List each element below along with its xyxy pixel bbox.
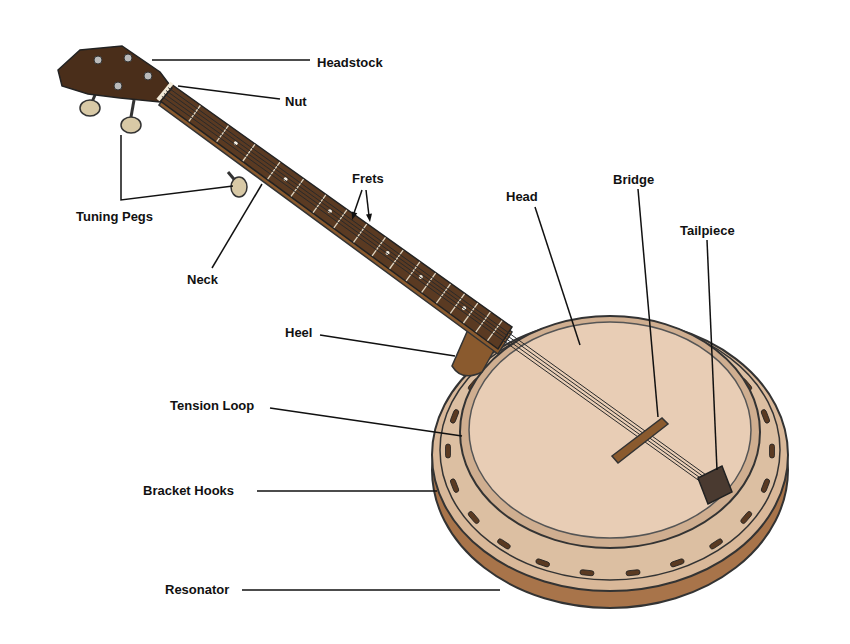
leader-line [152, 59, 310, 61]
leader-line [212, 184, 262, 268]
resonator-rim [432, 319, 788, 591]
tuner-post [124, 54, 132, 62]
tuner-post [94, 56, 102, 64]
leader-line [178, 86, 280, 99]
arrow-head [352, 211, 358, 220]
bracket-hook [761, 478, 771, 493]
bracket-hook [446, 444, 451, 458]
bracket-hook [450, 478, 460, 493]
banjo-string [164, 93, 713, 487]
tuner-post [144, 72, 152, 80]
banjo-string [162, 96, 712, 489]
leader-line [638, 189, 658, 417]
part-label: Tailpiece [680, 223, 735, 239]
tuning-peg [121, 117, 141, 133]
bracket-hook [535, 558, 550, 567]
bracket-hook [626, 570, 640, 576]
banjo-string [168, 88, 716, 483]
arrow-head [366, 214, 372, 222]
bracket-hook [709, 538, 723, 550]
leader-line [242, 589, 500, 591]
bracket-hook [497, 538, 511, 550]
tuning-peg [80, 100, 100, 116]
leader-lines [121, 60, 717, 590]
bridge-piece [612, 418, 668, 463]
part-label: Head [506, 189, 538, 205]
leader-line [535, 207, 580, 345]
part-label: Resonator [165, 582, 229, 598]
strings-group [162, 88, 717, 490]
part-label: Frets [352, 171, 384, 187]
bracket-hook [580, 570, 594, 576]
part-label: Bracket Hooks [143, 483, 234, 499]
part-label: Neck [187, 272, 218, 288]
part-label: Nut [285, 94, 307, 110]
leader-line [121, 135, 233, 200]
leader-line [707, 240, 717, 470]
drum-head [469, 322, 751, 538]
part-label: Bridge [613, 172, 654, 188]
bracket-hook [450, 409, 460, 424]
tailpiece-piece [698, 466, 732, 504]
part-label: Headstock [317, 55, 383, 71]
banjo-string [166, 91, 715, 485]
leader-line [353, 190, 362, 216]
leader-line [270, 408, 462, 436]
bracket-hook [467, 511, 480, 525]
tuning-peg [231, 177, 247, 197]
bracket-hook [761, 409, 771, 424]
leader-line [320, 335, 455, 356]
tuner-post [114, 82, 122, 90]
leader-line [366, 190, 369, 216]
part-label: Tuning Pegs [76, 209, 153, 225]
part-label: Tension Loop [170, 398, 254, 414]
banjo-pot [432, 316, 788, 608]
leader-line [257, 490, 437, 492]
bracket-hook [670, 558, 685, 567]
headstock-shape [58, 46, 172, 102]
bracket-hook [740, 511, 753, 525]
part-label: Heel [285, 325, 312, 341]
peg-stem [131, 100, 134, 117]
bracket-hook [770, 444, 775, 458]
